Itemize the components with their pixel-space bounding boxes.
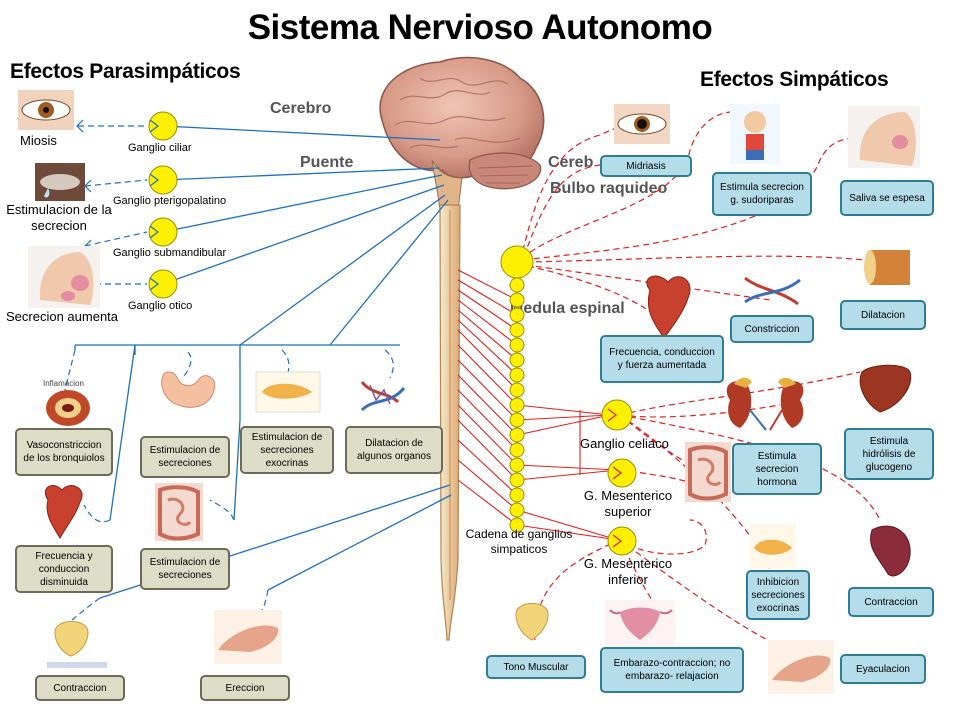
label-ganglio-celiaco: Ganglio celiaco — [580, 436, 669, 451]
right-eye-image — [614, 104, 670, 144]
inflamed-bronchi-image — [46, 390, 90, 426]
spleen-image — [870, 525, 911, 577]
label-mesenterico-superior: G. Mesenterico superior — [583, 488, 673, 519]
label-ganglio-ciliar: Ganglio ciliar — [128, 142, 192, 154]
left-eye-image — [18, 90, 74, 130]
left-heart-image — [44, 485, 83, 540]
parasympathetic-heading: Efectos Parasimpáticos — [10, 60, 241, 83]
box-simp-saliva: Saliva se espesa — [840, 180, 934, 216]
ganglio-ciliar-circle — [148, 111, 178, 141]
kidneys-image — [726, 377, 804, 431]
brain-shape — [379, 56, 545, 179]
right-penis-image — [768, 640, 834, 694]
box-simp-midriasis: Midriasis — [600, 155, 692, 177]
label-estimulacion-secrecion: Estimulacion de la secrecion — [6, 202, 112, 233]
sweating-person-image — [730, 104, 780, 164]
left-vessels-image — [360, 381, 406, 412]
sympathetic-heading: Efectos Simpáticos — [700, 68, 889, 91]
stomach-image — [161, 371, 216, 408]
caption-inflamacion: Inflamacion — [43, 379, 84, 388]
ganglio-pterigopalatino-circle — [148, 165, 178, 195]
label-mesenterico-inferior: G. Mesenterico inferior — [583, 556, 673, 587]
box-para-pancreas: Estimulacion de secreciones exocrinas — [240, 426, 334, 474]
left-salivary-image — [28, 246, 100, 308]
left-pancreas-image — [255, 371, 321, 413]
diagram-title: Sistema Nervioso Autonomo — [247, 8, 713, 47]
right-heart-image — [646, 275, 691, 339]
label-ganglio-submandibular: Ganglio submandibular — [113, 247, 227, 259]
right-vessels-image — [744, 276, 801, 306]
sympathetic-solid-lines — [457, 269, 619, 541]
box-simp-utero: Embarazo-contraccion; no embarazo- relaj… — [600, 647, 744, 693]
box-para-vejiga: Contraccion — [35, 675, 125, 701]
cerebellum-shape — [468, 152, 542, 190]
box-simp-eyaculacion: Eyaculacion — [840, 654, 926, 684]
tear-image — [35, 163, 85, 201]
right-intestine-image — [685, 442, 731, 502]
box-para-estomago: Estimulacion de secreciones — [140, 436, 230, 478]
ganglio-otico-circle — [148, 269, 178, 299]
box-simp-glucogeno: Estimula hidrólisis de glucogeno — [844, 428, 934, 480]
box-simp-pancreas: Inhibicion secreciones exocrinas — [746, 570, 810, 620]
right-pancreas-image — [750, 524, 796, 568]
uterus-image — [605, 600, 675, 646]
label-miosis: Miosis — [20, 133, 57, 148]
box-simp-constriccion: Constriccion — [730, 315, 814, 343]
box-simp-dilatacion: Dilatacion — [840, 300, 926, 330]
box-para-bronquiolos: Vasoconstriccion de los bronquiolos — [15, 428, 113, 476]
box-simp-tono-muscular: Tono Muscular — [486, 655, 586, 679]
right-salivary-image — [848, 106, 920, 168]
label-ganglio-otico: Ganglio otico — [128, 300, 193, 312]
box-simp-sudoriparas: Estimula secrecion g. sudoriparas — [712, 172, 812, 216]
label-cadena-ganglios: Cadena de ganglios simpaticos — [465, 527, 573, 556]
box-simp-contraccion: Contraccion — [848, 587, 934, 617]
label-secrecion-aumenta: Secrecion aumenta — [6, 309, 119, 324]
label-bulbo: Bulbo raquideo — [550, 180, 668, 197]
box-simp-hormona: Estimula secrecion hormona — [732, 443, 822, 495]
box-para-intestino: Estimulacion de secreciones — [140, 548, 230, 590]
right-bladder-image — [515, 603, 549, 641]
label-cerebro: Cerebro — [270, 100, 332, 117]
liver-image — [859, 364, 912, 413]
label-cereb: Cereb — [548, 154, 594, 171]
box-para-pene: Ereccion — [200, 675, 290, 701]
right-bronchi-image — [864, 250, 910, 285]
box-simp-corazon: Frecuencia, conduccion y fuerza aumentad… — [600, 335, 724, 383]
label-medula: Medula espinal — [510, 300, 625, 317]
box-para-corazon: Frecuencia y conduccion disminuida — [15, 545, 113, 593]
left-intestine-image — [155, 483, 203, 541]
label-ganglio-pterigopalatino: Ganglio pterigopalatino — [113, 195, 227, 207]
box-para-vasos: Dilatacion de algunos organos — [345, 426, 443, 474]
ganglio-submandibular-circle — [148, 217, 178, 247]
left-bladder-image — [47, 621, 107, 668]
left-penis-image — [214, 610, 282, 664]
label-puente: Puente — [300, 154, 354, 171]
